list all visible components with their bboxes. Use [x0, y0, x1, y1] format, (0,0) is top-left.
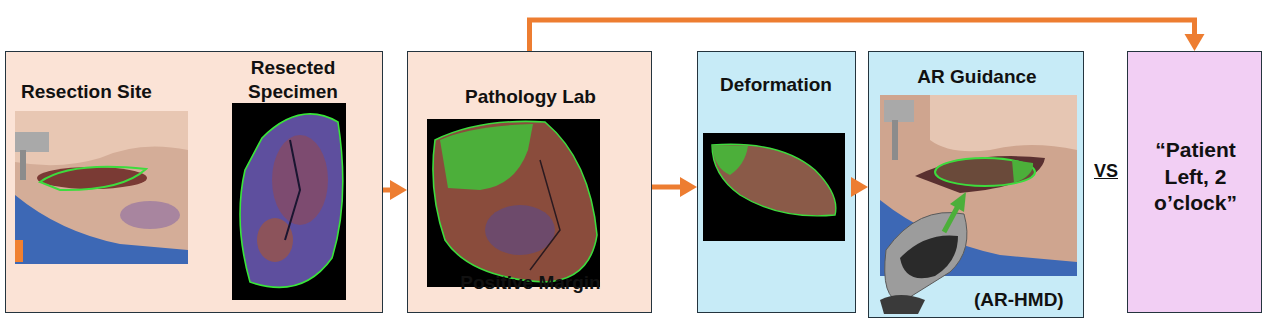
- process-box: “Patient Left, 2 o’clock”: [1127, 51, 1262, 313]
- marker-stain: [120, 201, 180, 229]
- photo-ground: [15, 111, 188, 264]
- retractor-arm: [892, 120, 898, 160]
- box-label: (AR-HMD): [974, 288, 1080, 312]
- comparison-label: VS: [1088, 160, 1124, 183]
- arrowhead: [680, 177, 697, 197]
- box-label: Deformation: [702, 73, 850, 97]
- pointer-arrowhead: [950, 192, 966, 212]
- arrowhead: [1185, 34, 1205, 51]
- deformation-photo: [703, 133, 845, 241]
- resection-site-photo: [15, 111, 188, 264]
- retractor: [15, 132, 49, 152]
- specimen-crack: [530, 160, 560, 270]
- flow-arrow: [652, 177, 697, 197]
- box-label: AR Guidance: [877, 65, 1077, 89]
- arrow-line: [652, 185, 680, 190]
- box-label: “Patient Left, 2 o’clock”: [1134, 137, 1257, 217]
- overlay-outline: [935, 158, 1035, 186]
- photo-ground: [427, 119, 600, 287]
- tissue-patch: [272, 135, 328, 225]
- margin-outline: [40, 167, 146, 190]
- retractor-arm: [20, 150, 26, 180]
- headset-visor: [900, 235, 958, 278]
- face-skin: [930, 95, 1077, 151]
- specimen: [433, 121, 597, 282]
- box-label: Resected Specimen: [231, 56, 355, 104]
- headset-body: [885, 213, 967, 303]
- pathology-photo: [427, 119, 600, 287]
- face-skin: [15, 111, 188, 165]
- headset-band: [880, 295, 925, 314]
- arrow-line: [530, 20, 1195, 51]
- surgical-drape: [15, 195, 188, 264]
- box-label: Pathology Lab: [418, 85, 643, 109]
- positive-margin-region: [440, 124, 533, 190]
- box-label: Resection Site: [21, 80, 201, 104]
- flow-arrow: [530, 20, 1205, 51]
- overlay-margin: [1012, 160, 1033, 183]
- positive-margin-region: [712, 145, 748, 175]
- deformed-specimen: [712, 144, 836, 216]
- tissue-patch: [485, 205, 555, 255]
- arrowhead: [390, 180, 407, 200]
- specimen: [240, 114, 343, 287]
- specimen-crack: [285, 140, 300, 240]
- photo-ground: [703, 133, 845, 241]
- resected-specimen-photo: [232, 103, 346, 300]
- arrowhead: [851, 177, 868, 197]
- pointer-arrow: [944, 206, 958, 232]
- resection-cavity: [915, 156, 1045, 193]
- ar-headset-icon: [880, 192, 967, 314]
- tissue-patch: [257, 218, 293, 262]
- flow-arrow: [851, 177, 868, 197]
- photo-ground: [232, 103, 346, 300]
- box-label: Positive Margin: [418, 271, 643, 295]
- tube: [15, 240, 23, 262]
- flow-arrow: [383, 180, 407, 200]
- arrow-line: [383, 188, 390, 193]
- retractor: [884, 100, 914, 122]
